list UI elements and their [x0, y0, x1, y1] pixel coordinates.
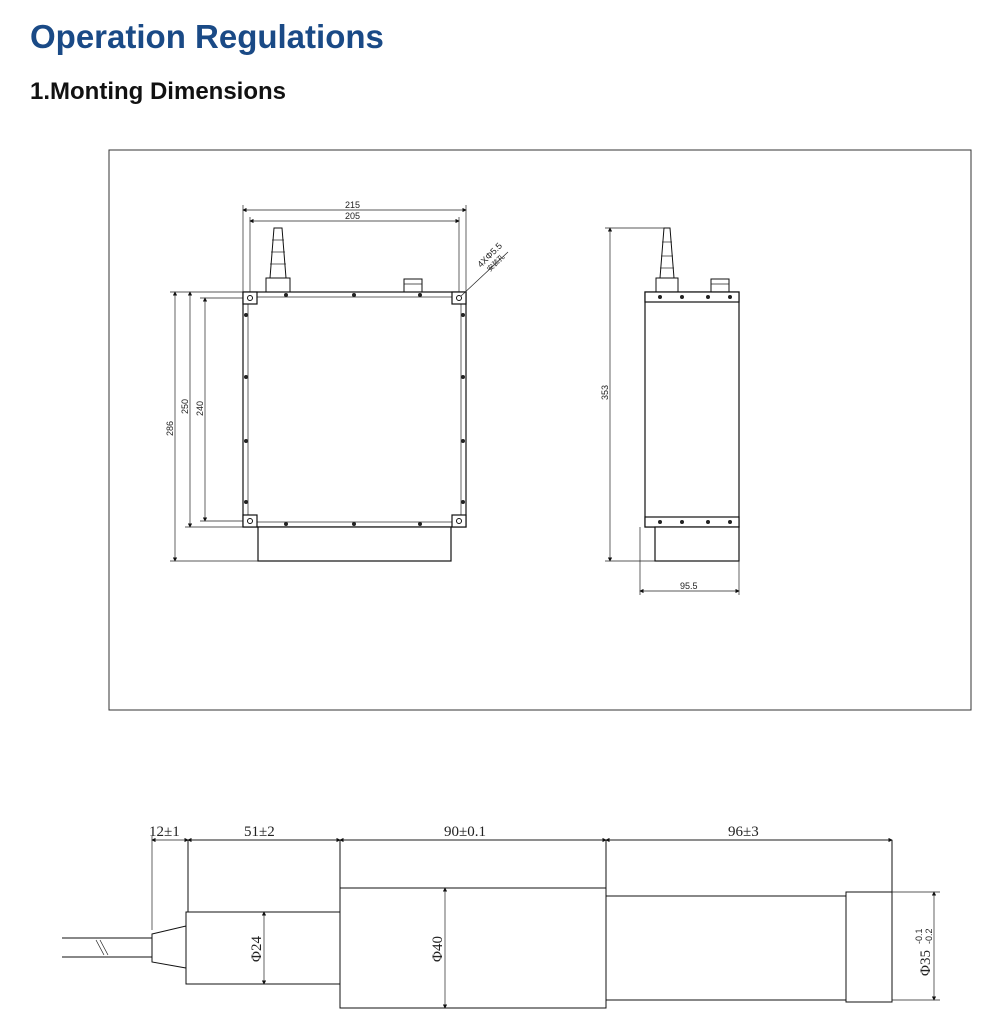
- dim-dia2: Φ40: [430, 936, 446, 962]
- dim-height-body: 250: [180, 399, 190, 414]
- dim-seg2: 51±2: [244, 824, 275, 840]
- section-heading: 1.Monting Dimensions: [30, 78, 287, 105]
- dim-dia3-tol-lower: -0.2: [924, 928, 934, 944]
- dim-width-inner: 205: [345, 211, 360, 221]
- dim-dia1: Φ24: [249, 936, 265, 962]
- side-view: [605, 227, 740, 595]
- dim-seg1: 12±1: [149, 824, 180, 840]
- dim-width-outer: 215: [345, 200, 360, 210]
- front-view: [170, 205, 509, 562]
- dim-dia3: Φ35: [918, 950, 934, 976]
- cylinder-drawing: [62, 836, 940, 1009]
- dim-side-height: 353: [600, 385, 610, 400]
- dim-side-depth: 95.5: [680, 581, 698, 591]
- dim-height-total: 286: [165, 421, 175, 436]
- dim-dia3-tol-upper: -0.1: [914, 928, 924, 944]
- dim-seg3: 90±0.1: [444, 824, 486, 840]
- dim-seg4: 96±3: [728, 824, 759, 840]
- dim-height-holes: 240: [195, 401, 205, 416]
- page-title: Operation Regulations: [30, 18, 384, 55]
- drawing-frame: [108, 149, 972, 711]
